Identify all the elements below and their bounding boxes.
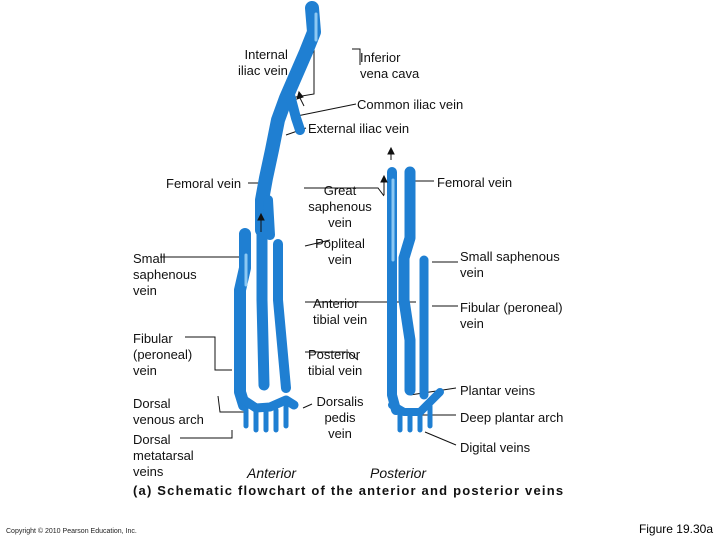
posterior-view-veins bbox=[387, 166, 444, 433]
posterior-view-label: Posterior bbox=[370, 465, 427, 481]
dorsalis-pedis-label: Dorsalis pedis vein bbox=[316, 394, 364, 441]
fibular-left-label: Fibular (peroneal) vein bbox=[133, 331, 193, 378]
digital-veins-label: Digital veins bbox=[460, 440, 531, 455]
femoral-vein-right-label: Femoral vein bbox=[437, 175, 513, 190]
plantar-veins-label: Plantar veins bbox=[460, 383, 536, 398]
common-iliac-label: Common iliac vein bbox=[357, 97, 464, 112]
copyright-text: Copyright © 2010 Pearson Education, Inc. bbox=[6, 528, 137, 535]
figure-caption: (a) Schematic flowchart of the anterior … bbox=[133, 483, 565, 498]
great-saphenous-label: Great saphenous vein bbox=[308, 183, 372, 230]
internal-iliac-label: Internal iliac vein bbox=[238, 47, 288, 78]
leader-lines bbox=[160, 47, 458, 446]
small-saphenous-left-label: Small saphenous vein bbox=[133, 251, 197, 298]
flow-arrows bbox=[257, 90, 395, 232]
femoral-vein-left-label: Femoral vein bbox=[166, 176, 242, 191]
external-iliac-label: External iliac vein bbox=[308, 121, 410, 136]
posterior-tibial-label: Posterior tibial vein bbox=[308, 347, 363, 378]
deep-plantar-arch-label: Deep plantar arch bbox=[460, 410, 564, 425]
dorsal-metatarsal-label: Dorsal metatarsal veins bbox=[133, 432, 194, 479]
dorsal-venous-arch-label: Dorsal venous arch bbox=[133, 396, 204, 427]
figure-number: Figure 19.30a bbox=[638, 522, 713, 536]
anterior-view-veins bbox=[234, 1, 321, 433]
fibular-right-label: Fibular (peroneal) vein bbox=[460, 300, 563, 331]
anterior-tibial-label: Anterior tibial vein bbox=[313, 296, 368, 327]
inferior-vena-cava-label: Inferior vena cava bbox=[360, 50, 420, 81]
popliteal-label: Popliteal vein bbox=[315, 236, 365, 267]
small-saphenous-right-label: Small saphenous vein bbox=[460, 249, 560, 280]
anterior-view-label: Anterior bbox=[247, 465, 297, 481]
